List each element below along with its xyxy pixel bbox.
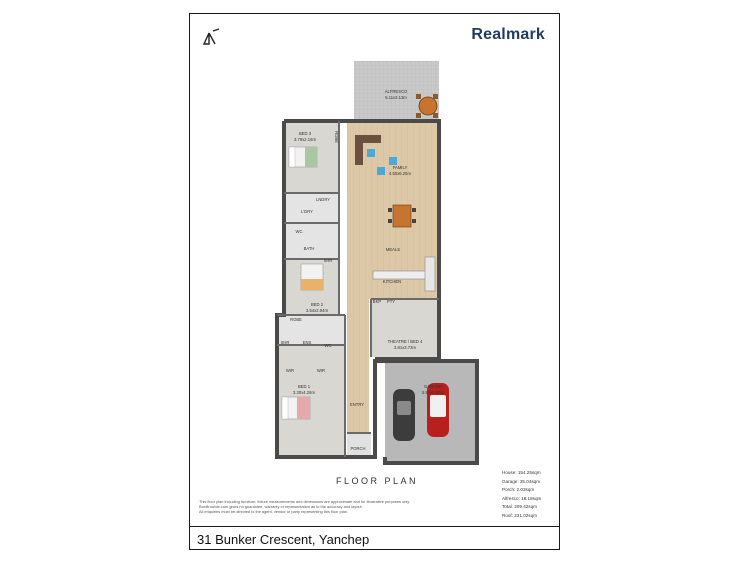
room-label-entry: ENTRY bbox=[350, 402, 364, 407]
room-label-wc1: WC bbox=[296, 229, 303, 234]
room-label-family: FAMILY bbox=[393, 165, 408, 170]
porch-floor bbox=[347, 433, 371, 455]
area-total: Total: 209.42sqm bbox=[502, 504, 537, 510]
disclaimer-line: BoxBrownie.com gives no guarantee, warra… bbox=[199, 504, 363, 510]
room-label-wc2: WC bbox=[325, 343, 332, 348]
plan-title: FLOOR PLAN bbox=[336, 476, 419, 486]
disclaimer-line: All enquiries must be directed to the ag… bbox=[199, 509, 349, 515]
room-label-robe2: ROBE bbox=[290, 317, 302, 322]
room-label-bed1: BED 1 bbox=[298, 384, 311, 389]
laundry-floor bbox=[284, 193, 339, 223]
room-dims-bed1: 3.30x4.26m bbox=[293, 390, 315, 395]
room-dims-family: 4.50x6.25m bbox=[389, 171, 411, 176]
area-garage: Garage: 35.04sqm bbox=[502, 478, 541, 484]
room-dims-bed2: 3.54x2.94m bbox=[306, 308, 328, 313]
room-label-shr1: SHR bbox=[324, 258, 333, 263]
area-alfresco: Alfresco: 18.18sqm bbox=[502, 495, 542, 501]
room-dims-alfresco: 5.11x3.13m bbox=[385, 95, 407, 100]
bath-floor bbox=[284, 223, 339, 259]
room-label-wir1: WIR bbox=[286, 368, 294, 373]
brand-logo: Realmark bbox=[471, 26, 545, 43]
sofa-icon bbox=[355, 135, 397, 175]
room-label-robe3: ROBE bbox=[334, 131, 339, 143]
room-label-shr2: SHR bbox=[281, 340, 290, 345]
area-house: House: 154.25sqm bbox=[502, 470, 541, 475]
kitchen-counter bbox=[424, 256, 436, 292]
dining-table-icon bbox=[388, 204, 416, 228]
car-icon bbox=[427, 383, 449, 437]
theatre-floor bbox=[371, 299, 439, 357]
north-arrow-icon bbox=[202, 28, 220, 45]
car-icon bbox=[393, 389, 415, 441]
inner-walls bbox=[277, 121, 439, 457]
room-label-ldry: L'DRY bbox=[301, 209, 313, 214]
room-label-kitchen: KITCHEN bbox=[383, 279, 401, 284]
floor-plan-sheet: Realmark bbox=[189, 13, 560, 550]
area-roof: Roof: 231.02sqm bbox=[502, 512, 537, 518]
room-label-meals: MEALS bbox=[386, 247, 400, 252]
room-label-wir2: WIR bbox=[317, 368, 325, 373]
room-label-porch: PORCH bbox=[350, 446, 365, 451]
disclaimer: This floor plan including furniture, fix… bbox=[199, 499, 410, 515]
area-porch: Porch: 2.03sqm bbox=[502, 487, 535, 493]
dining-table-icon bbox=[416, 94, 438, 118]
room-label-bkp: BKP bbox=[373, 299, 382, 304]
room-dims-garage: 5.90x5.99m bbox=[422, 390, 444, 395]
bed-icon bbox=[281, 396, 311, 420]
kitchen-bench bbox=[372, 270, 428, 280]
room-label-bed3: BED 3 bbox=[299, 131, 312, 136]
room-dims-theatre: 3.81x3.73m bbox=[394, 345, 416, 350]
footer-divider bbox=[190, 526, 559, 527]
disclaimer-line: This floor plan including furniture, fix… bbox=[199, 499, 410, 504]
ensuite-floor bbox=[277, 315, 345, 345]
room-label-pty: PTY bbox=[387, 299, 395, 304]
floor-plan-drawing: ALFRESCO 5.11x3.13m BED 3 3.79x2.16m ROB… bbox=[275, 61, 479, 465]
room-label-lndry: LNDRY bbox=[316, 197, 330, 202]
room-label-alfresco: ALFRESCO bbox=[385, 89, 408, 94]
bed-icon bbox=[300, 263, 324, 291]
area-summary: House: 154.25sqm Garage: 35.04sqm Porch:… bbox=[502, 469, 541, 521]
property-address: 31 Bunker Crescent, Yanchep bbox=[197, 532, 370, 547]
bed-icon bbox=[288, 146, 318, 168]
room-label-ens: ENS bbox=[303, 340, 312, 345]
room-dims-bed3: 3.79x2.16m bbox=[294, 137, 316, 142]
room-label-theatre: THEATRE / BED 4 bbox=[388, 339, 423, 344]
room-label-bath: BATH bbox=[304, 246, 315, 251]
hall-floor bbox=[347, 299, 369, 451]
room-label-garage: GARAGE bbox=[424, 384, 442, 389]
room-label-bed2: BED 2 bbox=[311, 302, 324, 307]
